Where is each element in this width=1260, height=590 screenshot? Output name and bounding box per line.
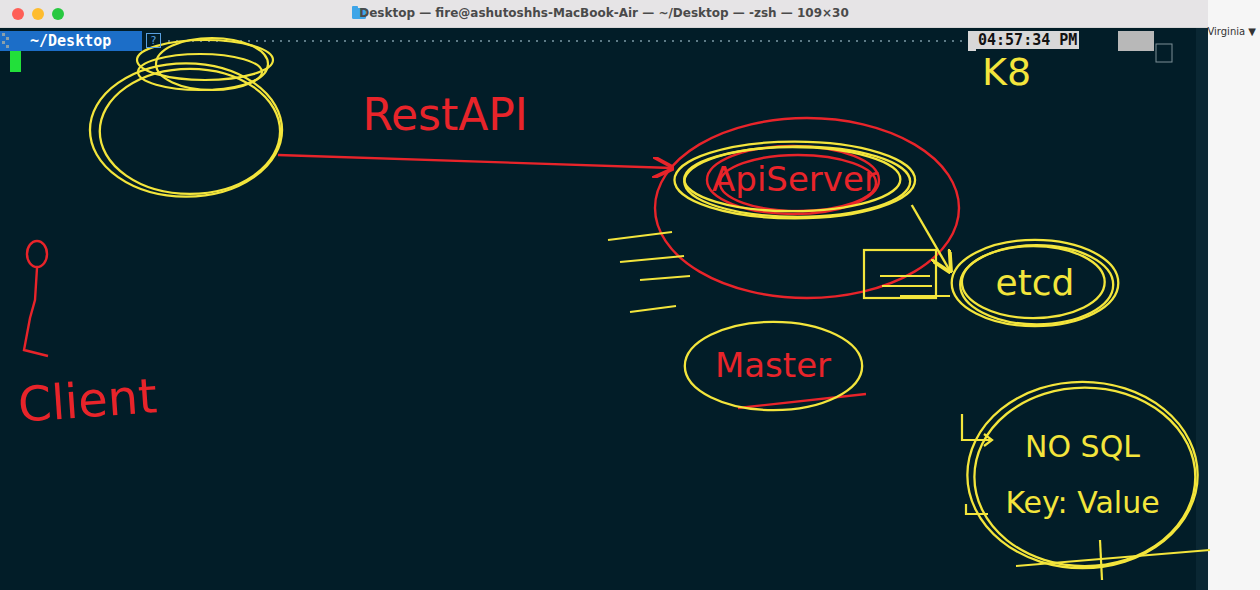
minimize-button [32,8,44,20]
node-outline [88,62,284,198]
node-outline [965,380,1200,570]
clock: 04:57:34 PM [976,31,1079,49]
outline-ring [974,388,1195,567]
bullet-arrows [962,414,1210,580]
edge-label: RestAPI [362,89,527,140]
outline-ring [962,246,1105,318]
api-server: ApiServer [672,140,918,220]
outline-ring [684,146,910,216]
node-text: NO SQL [1025,430,1140,465]
scrollbar [1196,28,1208,590]
prompt-filler [168,40,962,42]
prompt-segment [0,31,142,51]
node-text: Master [715,346,831,385]
outline-ring [684,322,861,410]
master-node: Master [683,320,864,412]
storage-box [864,250,950,298]
prompt-icon: ? [146,33,161,48]
connector [912,205,950,271]
region-menu: Virginia ▼ [1207,26,1256,38]
zoom-button [52,8,64,20]
node-text: ApiServer [712,160,878,199]
outline-ring [967,382,1197,568]
time-tail [1118,31,1154,51]
node-text: etcd [996,262,1075,303]
connector [278,155,672,168]
title-bar [0,0,1208,28]
time-cap [968,31,976,51]
prompt-path: ~/Desktop [30,32,111,50]
terminal-ground [0,28,1208,590]
handwritten-note: K8 [982,50,1031,96]
handwritten-note: Client [16,367,159,434]
status-box [1156,44,1172,62]
outline-ring [960,245,1113,324]
outline-ring [675,142,916,219]
node-text: Key: Value [1005,486,1159,521]
cursor [10,51,21,72]
master-outline [655,118,959,298]
nosql-note: NO SQL Key: Value [965,380,1200,570]
close-button [12,8,24,20]
outline-ring [100,69,280,194]
etcd-store: etcd [950,238,1120,328]
side-window [1208,0,1260,590]
underline [738,394,866,408]
prompt-dots [2,33,9,48]
speed-lines [608,232,690,312]
outline-ring [952,240,1119,326]
stick-figure [24,241,48,356]
outline-ring [90,63,282,196]
window-title: Desktop — fire@ashutoshhs-MacBook-Air — … [0,6,1208,20]
client-blob [88,62,284,198]
outline-ring [684,147,900,211]
